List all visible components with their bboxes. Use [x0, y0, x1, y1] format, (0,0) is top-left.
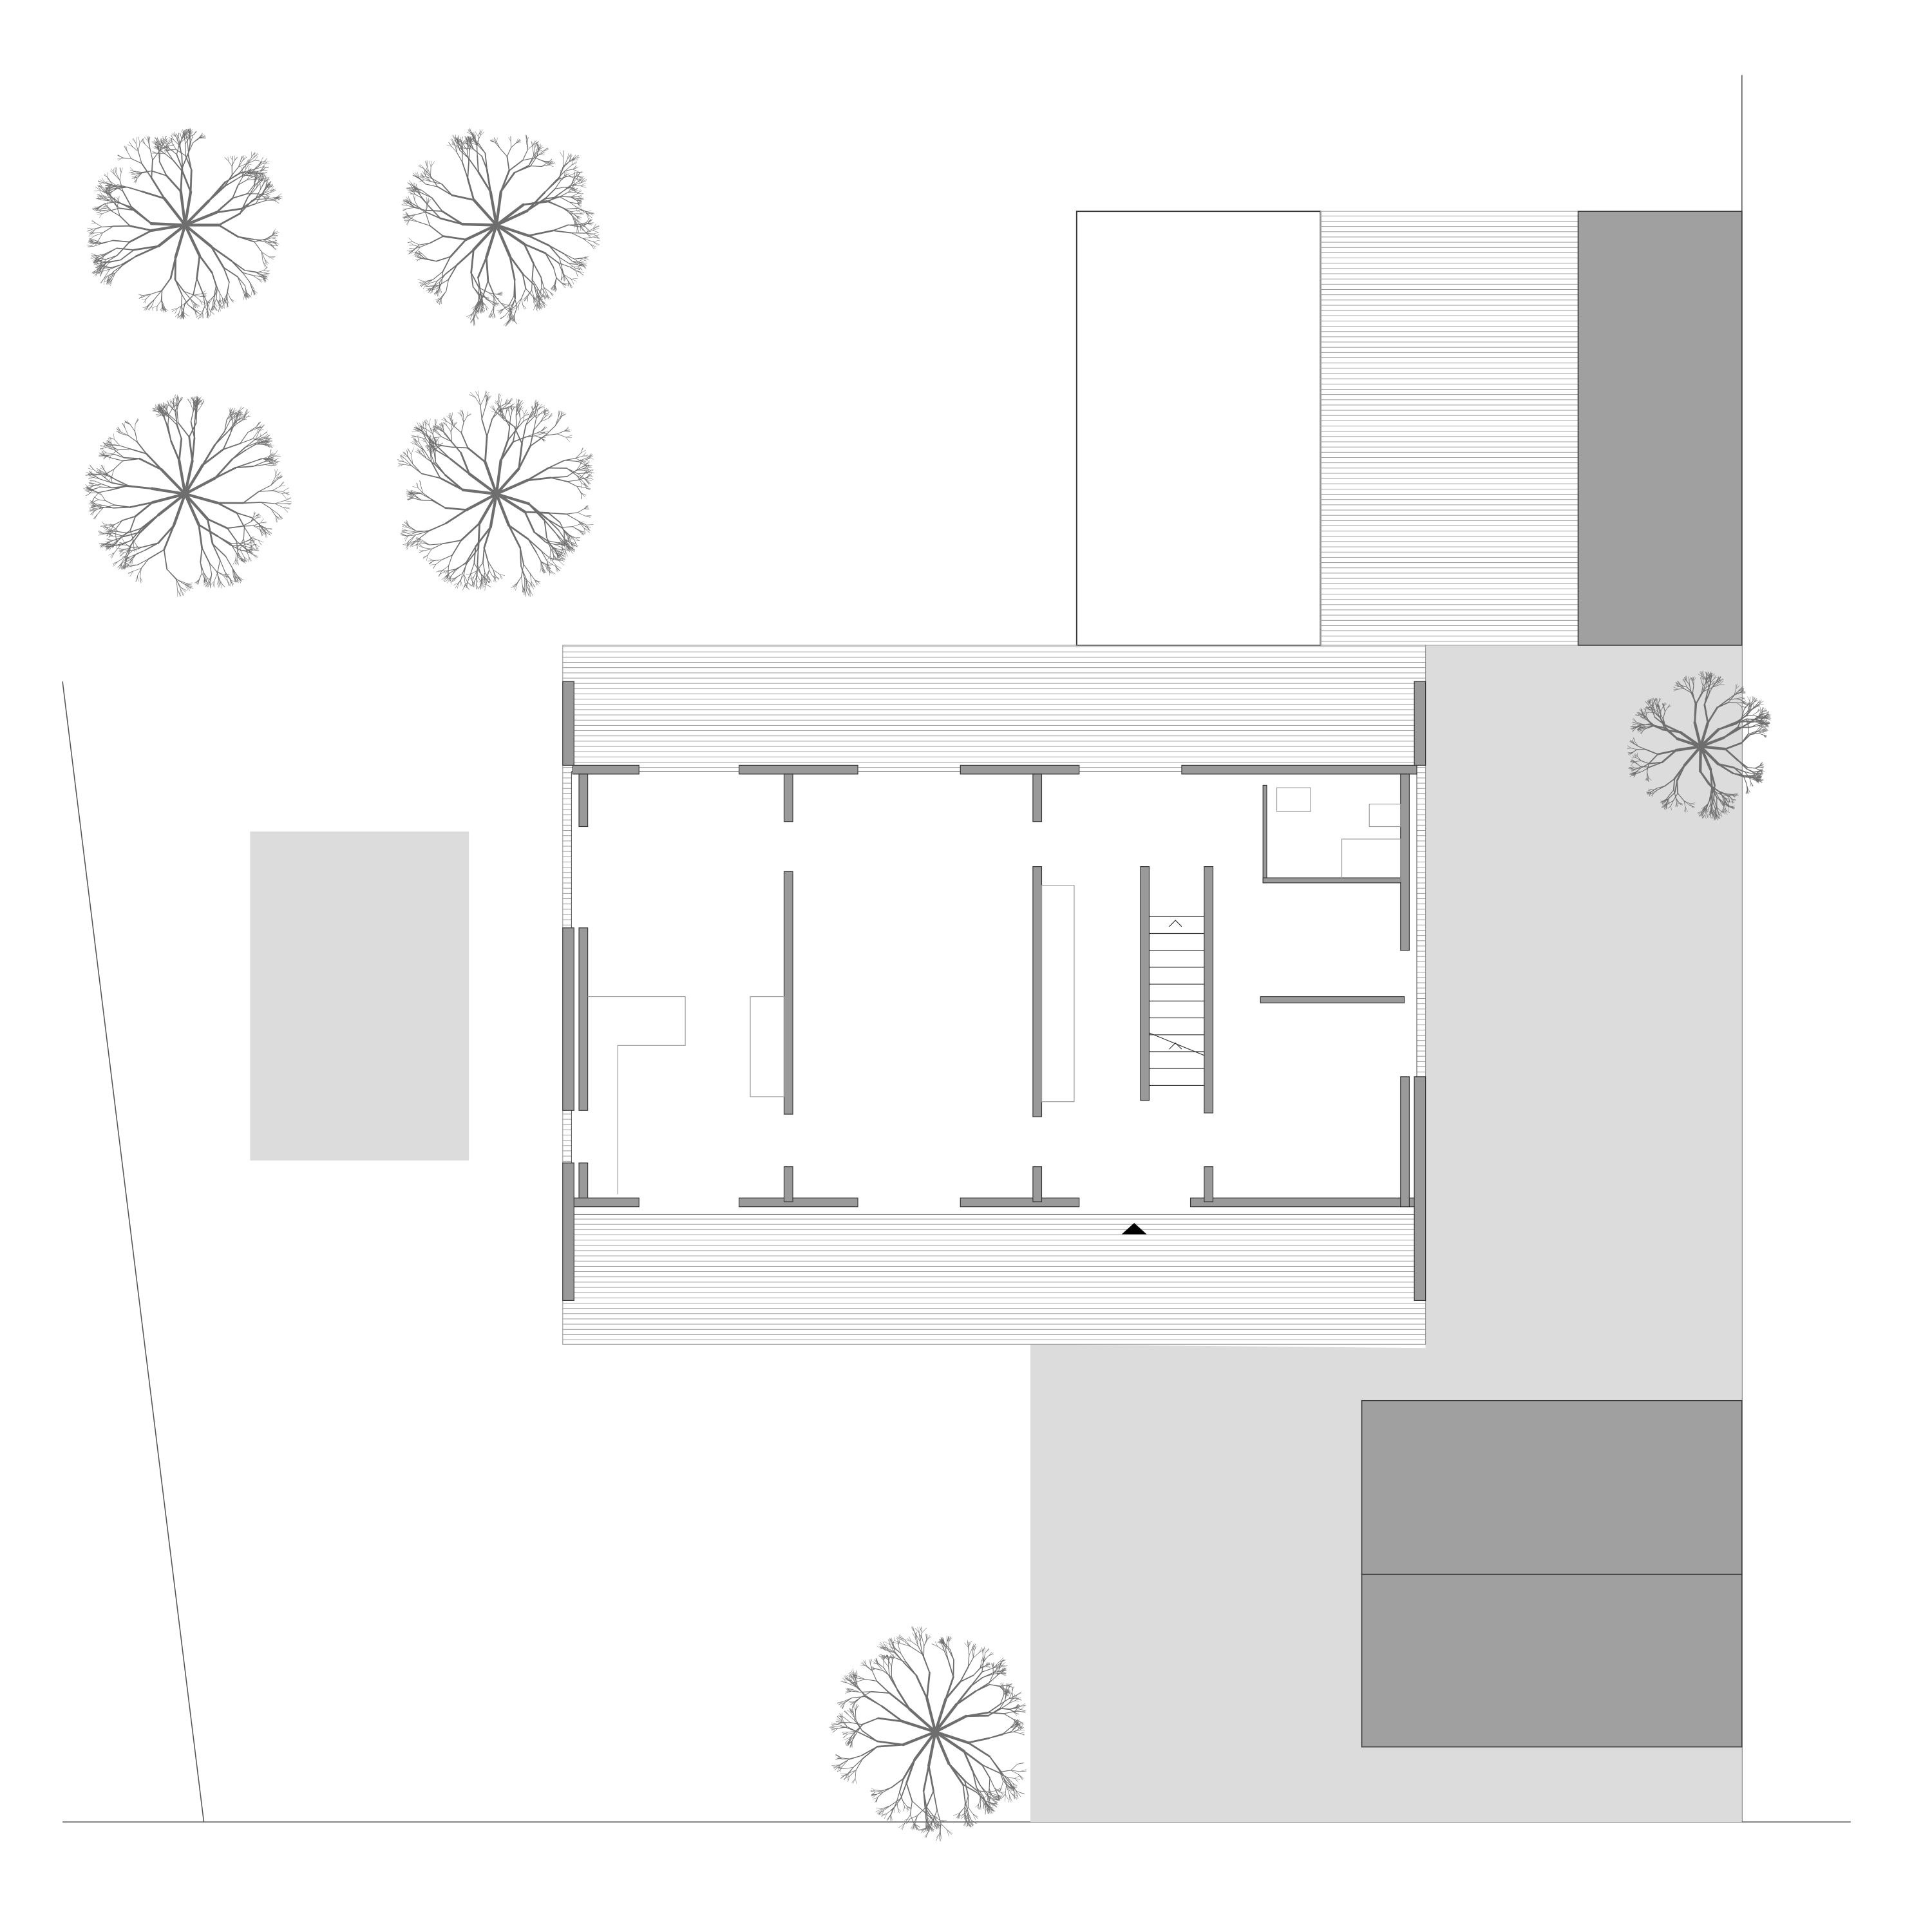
stair-arrow-icon	[1169, 1042, 1182, 1050]
tree	[1627, 670, 1772, 821]
wall	[1204, 1166, 1214, 1202]
bathtub	[1341, 838, 1401, 882]
wall	[1260, 996, 1405, 1003]
entrance-marker-icon	[1121, 1223, 1147, 1235]
wall	[738, 764, 858, 775]
wall	[1140, 866, 1150, 1101]
shower	[1276, 787, 1311, 812]
wall	[1414, 681, 1426, 766]
wall	[1400, 773, 1410, 951]
wall	[572, 764, 639, 775]
tree	[401, 128, 600, 327]
wall	[783, 871, 793, 1115]
staircase	[1149, 916, 1205, 1086]
wall	[738, 1197, 858, 1208]
garden-plot	[250, 831, 469, 1160]
wall	[1032, 866, 1043, 1117]
kitchen-island	[750, 996, 785, 1097]
built-in-bench	[1041, 885, 1075, 1103]
walls	[562, 681, 1426, 1301]
tree	[83, 394, 292, 597]
wall	[572, 1197, 639, 1208]
wall	[783, 1166, 793, 1202]
tree	[397, 390, 595, 597]
carport-1	[1361, 1399, 1743, 1575]
wall	[562, 1162, 574, 1301]
wall	[578, 773, 589, 828]
annex-building	[1075, 211, 1321, 646]
tree	[87, 128, 283, 320]
wall	[960, 1197, 1080, 1208]
sink	[1368, 803, 1401, 828]
wall	[1262, 877, 1401, 884]
annex-roof	[1577, 211, 1743, 646]
house-interior	[571, 771, 1417, 1215]
wall	[1204, 866, 1214, 1113]
tree	[829, 1626, 1027, 1842]
wall	[578, 927, 589, 1111]
fixtures	[587, 787, 1401, 1195]
wall	[562, 681, 574, 766]
wall	[1414, 1076, 1426, 1301]
property-line-west	[62, 681, 205, 1823]
wall	[578, 1162, 589, 1201]
stair-arrow-icon	[1169, 920, 1182, 927]
wall	[1032, 773, 1043, 822]
wall	[783, 773, 793, 822]
wall	[1400, 1076, 1410, 1208]
wall	[1181, 764, 1417, 775]
carport-2	[1361, 1573, 1743, 1748]
wall	[1262, 784, 1267, 884]
annex-deck	[1320, 211, 1578, 646]
wall	[1189, 1197, 1417, 1208]
wall	[562, 927, 574, 1111]
kitchen-counter	[587, 996, 686, 1195]
wall	[960, 764, 1080, 775]
wall	[1032, 1166, 1043, 1202]
trees	[83, 128, 1772, 1842]
